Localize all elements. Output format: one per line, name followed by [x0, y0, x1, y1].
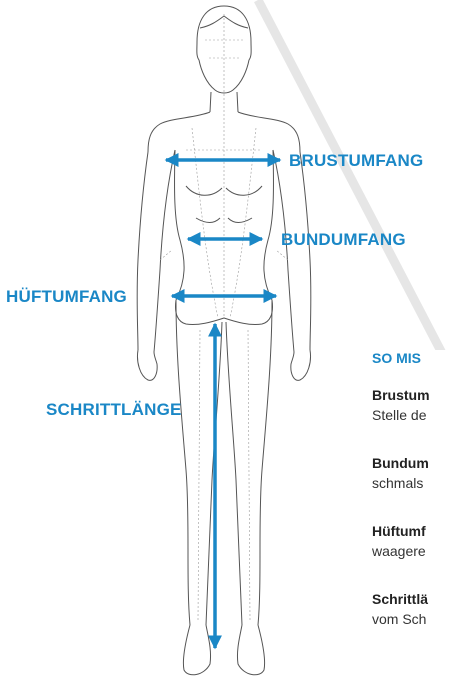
background-diagonal [258, 0, 456, 380]
instructions-heading: SO MIS [372, 350, 421, 366]
instruction-item-term: Schrittlä [372, 590, 428, 609]
instruction-item-term: Brustum [372, 386, 430, 405]
instruction-item-term: Hüftumf [372, 522, 426, 541]
measurement-arrows [166, 160, 280, 648]
brustumfang-label: BRUSTUMFANG [289, 151, 423, 171]
instruction-item-text: Stelle de [372, 406, 426, 425]
schrittlaenge-label: SCHRITTLÄNGE [46, 400, 182, 420]
hueftumfang-label: HÜFTUMFANG [6, 287, 127, 307]
bundumfang-label: BUNDUMFANG [281, 230, 406, 250]
guide-lines [160, 14, 288, 620]
left-arm [137, 150, 175, 380]
instructions-panel: SO MIS Brustum Stelle de Bundum schmals … [372, 350, 456, 686]
instruction-item-text: vom Sch [372, 610, 426, 629]
right-arm [273, 150, 311, 380]
instruction-item-term: Bundum [372, 454, 429, 473]
instruction-item-text: schmals [372, 474, 423, 493]
instruction-item-text: waagere [372, 542, 426, 561]
